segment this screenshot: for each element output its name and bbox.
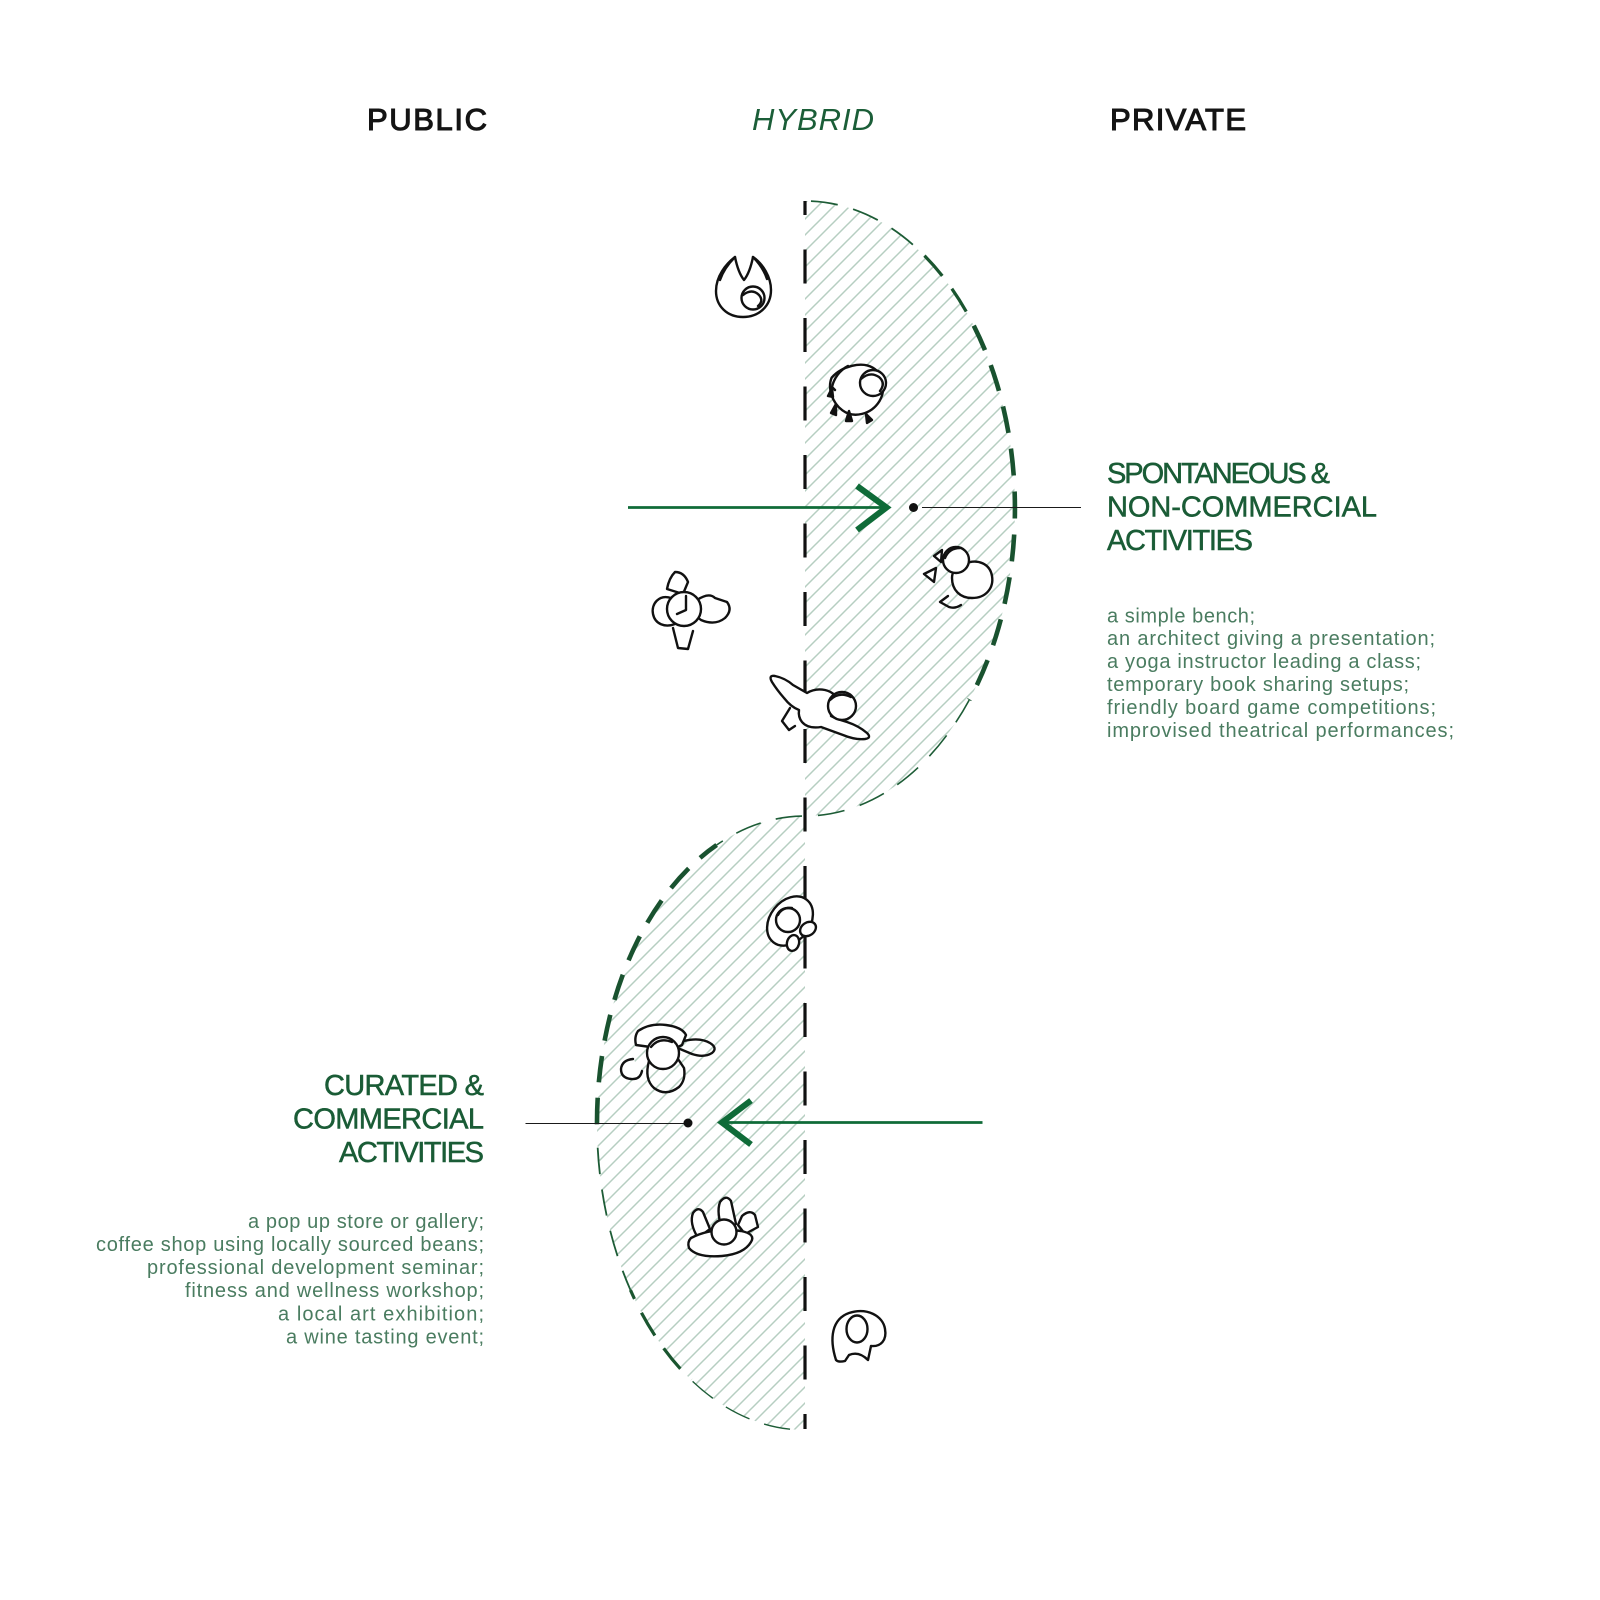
svg-text:CURATED &: CURATED & — [324, 1070, 484, 1102]
svg-text:a simple bench;: a simple bench; — [1107, 605, 1255, 627]
svg-text:coffee shop using locally sour: coffee shop using locally sourced beans; — [96, 1234, 484, 1256]
svg-text:NON-COMMERCIAL: NON-COMMERCIAL — [1107, 492, 1377, 524]
svg-text:professional development semin: professional development seminar; — [147, 1257, 484, 1279]
svg-text:an architect giving a presenta: an architect giving a presentation; — [1107, 628, 1435, 650]
svg-text:improvised theatrical performa: improvised theatrical performances; — [1107, 720, 1454, 742]
svg-text:a yoga instructor leading a cl: a yoga instructor leading a class; — [1107, 651, 1421, 673]
svg-text:SPONTANEOUS &: SPONTANEOUS & — [1107, 458, 1330, 490]
svg-text:fitness and wellness workshop;: fitness and wellness workshop; — [185, 1280, 484, 1302]
svg-text:friendly board game competitio: friendly board game competitions; — [1107, 697, 1436, 719]
svg-text:a wine tasting event;: a wine tasting event; — [286, 1326, 484, 1348]
svg-text:a pop up store or gallery;: a pop up store or gallery; — [248, 1211, 484, 1233]
svg-text:PUBLIC: PUBLIC — [367, 102, 487, 137]
svg-text:COMMERCIAL: COMMERCIAL — [293, 1104, 484, 1136]
svg-text:ACTIVITIES: ACTIVITIES — [1107, 525, 1253, 557]
svg-text:ACTIVITIES: ACTIVITIES — [339, 1137, 484, 1169]
svg-text:a local art exhibition;: a local art exhibition; — [278, 1303, 484, 1325]
svg-text:HYBRID: HYBRID — [752, 102, 874, 137]
svg-text:temporary book sharing setups;: temporary book sharing setups; — [1107, 674, 1409, 696]
svg-text:PRIVATE: PRIVATE — [1110, 102, 1246, 137]
